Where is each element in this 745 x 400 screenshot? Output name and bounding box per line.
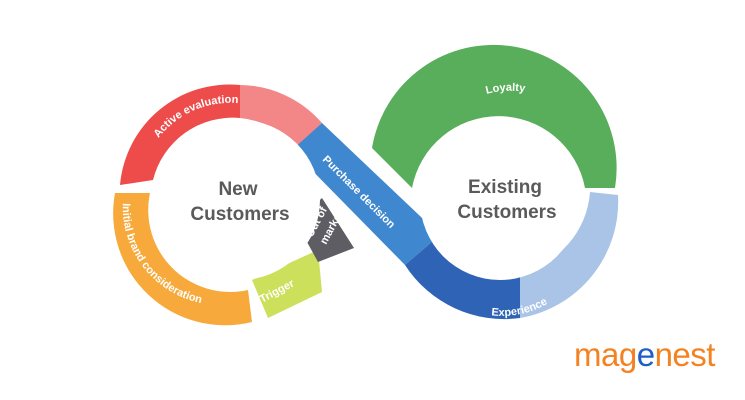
trigger-segment — [252, 250, 322, 318]
existing-customers-line1: Existing — [468, 177, 542, 198]
active-evaluation-segment-pink — [240, 85, 322, 148]
new-customers-line2: Customers — [190, 204, 289, 225]
experience-segment-dark — [405, 235, 520, 320]
active-evaluation-segment-red — [120, 84, 240, 185]
loyalty-segment — [372, 44, 617, 188]
purchase-decision-band — [292, 123, 440, 265]
logo-part1: mag — [574, 336, 637, 373]
experience-segment-light — [520, 192, 619, 318]
left-inner-circle — [160, 120, 320, 280]
initial-brand-consideration-segment — [113, 193, 253, 326]
right-inner-circle — [420, 120, 580, 280]
magenest-logo: magenest — [574, 338, 715, 371]
new-customers-line1: New — [218, 179, 257, 200]
loyalty-label: Loyalty — [484, 82, 526, 97]
logo-part3: nest — [654, 336, 716, 373]
logo-part2: e — [636, 336, 655, 373]
existing-customers-line2: Customers — [457, 202, 556, 223]
